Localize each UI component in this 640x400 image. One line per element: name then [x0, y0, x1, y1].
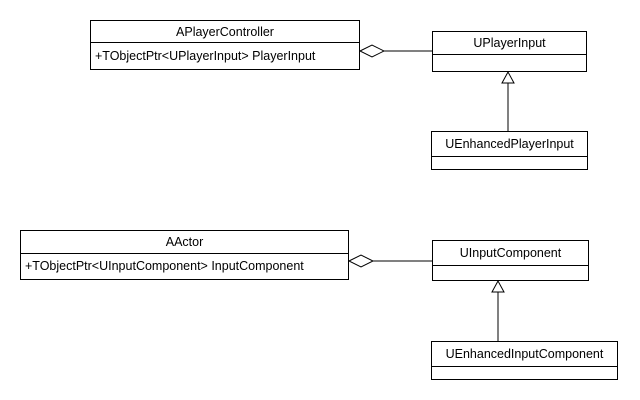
class-attribute [433, 266, 588, 280]
class-uenhancedplayerinput[interactable]: UEnhancedPlayerInput [431, 131, 588, 170]
class-name: UInputComponent [433, 241, 588, 266]
class-attribute: +TObjectPtr<UInputComponent> InputCompon… [25, 259, 304, 273]
generalization-enhancedinputcomponent [491, 279, 505, 341]
class-name: APlayerController [91, 21, 359, 43]
class-name: UEnhancedPlayerInput [432, 132, 587, 157]
aggregation-actor-inputcomponent [347, 254, 432, 268]
class-name: UEnhancedInputComponent [432, 342, 617, 367]
class-attribute [432, 157, 587, 169]
aggregation-diamond-icon [358, 44, 386, 58]
class-aactor[interactable]: AActor +TObjectPtr<UInputComponent> Inpu… [20, 230, 349, 280]
class-name: AActor [21, 231, 348, 254]
inheritance-arrow-icon [491, 279, 505, 293]
class-aplayercontroller[interactable]: APlayerController +TObjectPtr<UPlayerInp… [90, 20, 360, 70]
aggregation-diamond-icon [347, 254, 375, 268]
generalization-enhancedplayerinput [501, 70, 515, 131]
class-attribute [432, 367, 617, 379]
class-attribute: +TObjectPtr<UPlayerInput> PlayerInput [95, 49, 316, 63]
class-uplayerinput[interactable]: UPlayerInput [432, 31, 587, 72]
class-name: UPlayerInput [433, 32, 586, 55]
class-uinputcomponent[interactable]: UInputComponent [432, 240, 589, 281]
inheritance-arrow-icon [501, 70, 515, 84]
aggregation-playercontroller-playerinput [358, 44, 432, 58]
class-attribute [433, 55, 586, 71]
class-uenhancedinputcomponent[interactable]: UEnhancedInputComponent [431, 341, 618, 380]
